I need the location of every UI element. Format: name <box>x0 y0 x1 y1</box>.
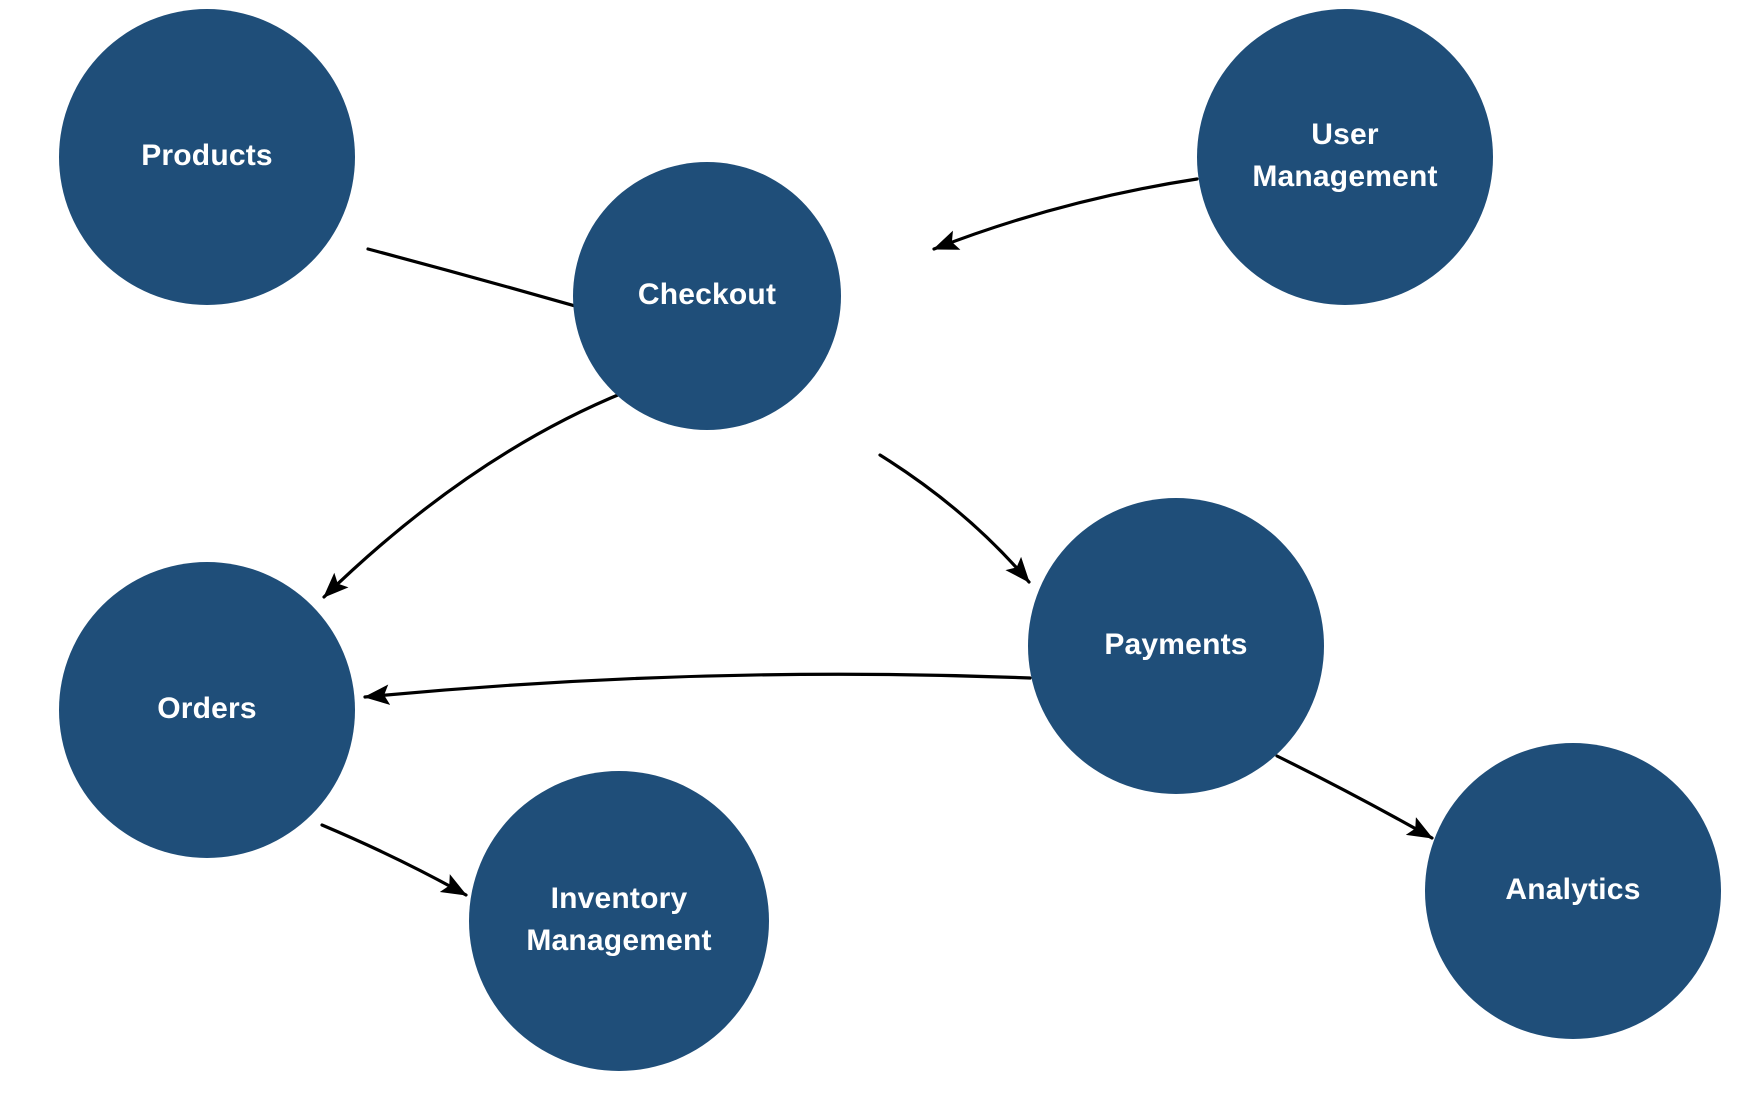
node-circle-checkout[interactable] <box>573 162 841 430</box>
node-orders[interactable]: Orders <box>59 562 355 858</box>
edge-hit-area[interactable] <box>324 392 625 597</box>
node-circle-inventory-management[interactable] <box>469 771 769 1071</box>
edge-checkout-to-orders[interactable] <box>322 390 627 599</box>
edge-line-checkout-to-orders <box>322 390 627 599</box>
edge-hit-area[interactable] <box>934 179 1197 249</box>
edge-checkout-to-payments[interactable] <box>878 453 1031 584</box>
edge-payments-to-analytics[interactable] <box>1275 754 1434 840</box>
node-circle-products[interactable] <box>59 9 355 305</box>
edge-hit-area[interactable] <box>880 455 1029 582</box>
node-analytics[interactable]: Analytics <box>1425 743 1721 1039</box>
node-products[interactable]: Products <box>59 9 355 305</box>
edge-line-user-management-to-checkout <box>932 177 1199 251</box>
node-checkout[interactable]: Checkout <box>573 162 841 430</box>
edges-layer <box>320 177 1434 897</box>
node-circle-analytics[interactable] <box>1425 743 1721 1039</box>
node-payments[interactable]: Payments <box>1028 498 1324 794</box>
node-circle-payments[interactable] <box>1028 498 1324 794</box>
node-circle-orders[interactable] <box>59 562 355 858</box>
edge-line-orders-to-inventory-management <box>320 823 468 897</box>
edge-payments-to-orders[interactable] <box>363 672 1032 705</box>
edge-orders-to-inventory-management[interactable] <box>320 823 468 897</box>
edge-line-payments-to-orders <box>363 672 1032 705</box>
edge-user-management-to-checkout[interactable] <box>932 177 1199 251</box>
edge-line-checkout-to-payments <box>878 453 1031 584</box>
edge-line-payments-to-analytics <box>1275 754 1434 840</box>
node-circle-user-management[interactable] <box>1197 9 1493 305</box>
